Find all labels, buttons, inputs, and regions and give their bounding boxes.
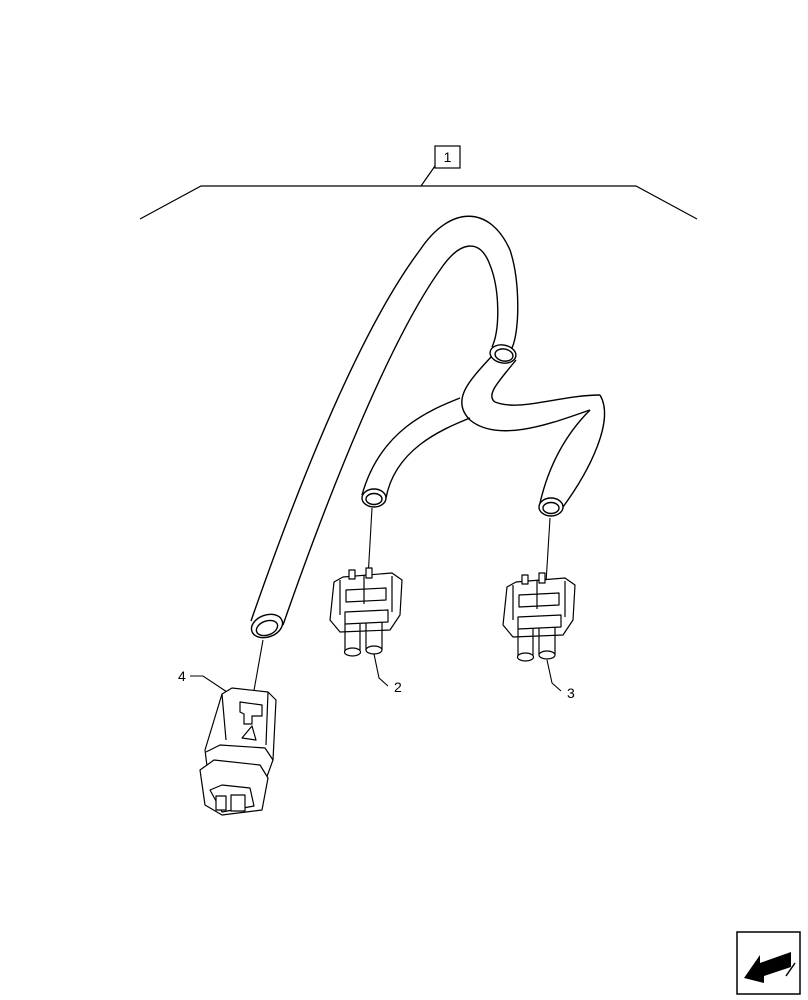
connector-4[interactable]	[199, 687, 277, 816]
leader-lines	[190, 507, 562, 697]
callout-4-label[interactable]: 4	[178, 668, 186, 684]
navigation-arrow-icon[interactable]	[736, 931, 801, 995]
wire-harness	[250, 215, 606, 639]
callout-1-label: 1	[444, 149, 452, 165]
callout-1-box[interactable]: 1	[434, 145, 461, 169]
callout-3-label[interactable]: 3	[567, 685, 575, 701]
harness-bracket	[139, 165, 698, 220]
callout-2-label[interactable]: 2	[394, 679, 402, 695]
connector-2[interactable]	[329, 567, 403, 657]
connector-3[interactable]	[502, 572, 576, 662]
